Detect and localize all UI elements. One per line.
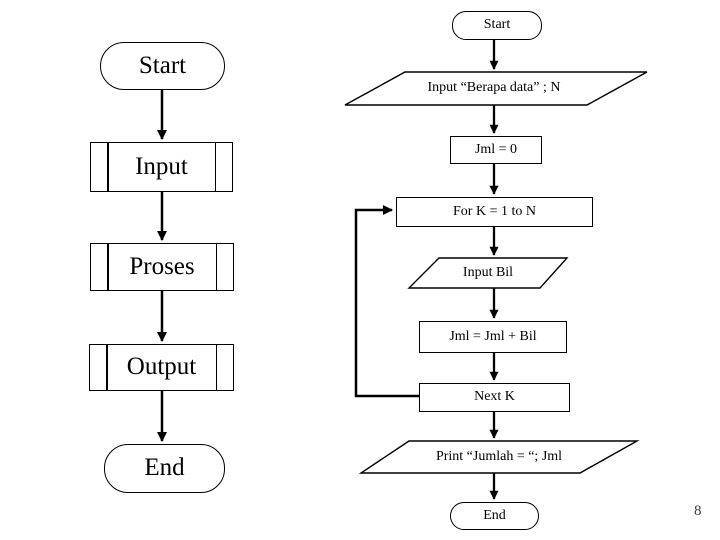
loop-back-connector: [354, 205, 419, 398]
left-input-predefined-process: Input: [90, 142, 233, 192]
right-end-label: End: [483, 507, 506, 523]
predefined-left-bar: [106, 345, 108, 390]
predefined-left-bar: [107, 244, 109, 290]
right-input-n-label: Input “Berapa data” ; N: [370, 73, 618, 103]
left-end-terminator: End: [104, 444, 225, 493]
right-for-label: For K = 1 to N: [453, 203, 536, 219]
left-start-terminator: Start: [100, 42, 225, 90]
left-proses-predefined-process: Proses: [90, 243, 234, 291]
io-shape-print: [358, 440, 640, 474]
predefined-right-bar: [215, 244, 217, 290]
right-start-label: Start: [483, 17, 511, 33]
right-end-terminator: End: [450, 502, 539, 530]
right-for-process: For K = 1 to N: [396, 197, 593, 227]
right-next-k-label: Next K: [474, 389, 515, 405]
right-start-terminator: Start: [452, 11, 542, 40]
slide-page-number: 8: [694, 503, 702, 519]
left-input-label: Input: [135, 152, 188, 180]
io-shape-input-n: [344, 71, 648, 106]
predefined-left-bar: [107, 143, 109, 191]
io-shape-input-bil: [407, 257, 569, 289]
left-end-label: End: [144, 454, 185, 482]
left-proses-label: Proses: [129, 252, 195, 280]
right-init-process: Jml = 0: [450, 136, 542, 164]
right-input-n-text: Input “Berapa data” ; N: [427, 80, 561, 95]
right-accumulate-process: Jml = Jml + Bil: [419, 321, 567, 353]
predefined-right-bar: [214, 143, 216, 191]
right-next-k-process: Next K: [419, 383, 570, 412]
right-init-label: Jml = 0: [474, 141, 518, 157]
right-print-label: Print “Jumlah = “; Jml: [379, 442, 619, 472]
right-accumulate-label: Jml = Jml + Bil: [449, 328, 537, 344]
left-start-label: Start: [138, 51, 187, 79]
right-print-text: Print “Jumlah = “; Jml: [435, 449, 563, 464]
predefined-right-bar: [215, 345, 217, 390]
right-input-bil-text: Input Bil: [462, 265, 514, 280]
left-output-predefined-process: Output: [89, 344, 234, 391]
right-input-bil-label: Input Bil: [409, 259, 567, 287]
left-output-label: Output: [126, 353, 197, 381]
